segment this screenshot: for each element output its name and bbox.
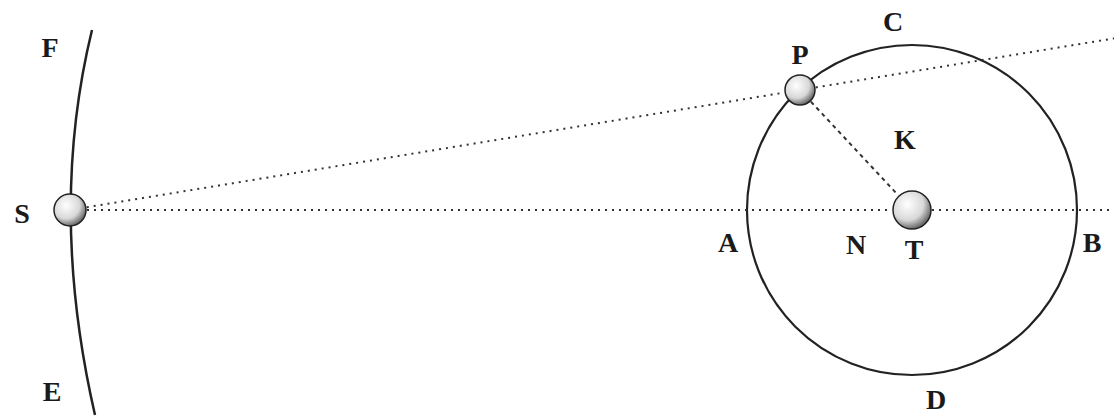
point-label: B bbox=[1080, 228, 1105, 258]
sight-line bbox=[811, 102, 898, 196]
sun-earth-line-extension bbox=[932, 209, 1114, 211]
point-label: A bbox=[715, 228, 741, 258]
sight-line bbox=[87, 93, 784, 208]
point-label: C bbox=[880, 7, 906, 37]
sun-body: S bbox=[53, 193, 87, 227]
moon-body: P bbox=[784, 74, 816, 106]
earth-body: T bbox=[892, 190, 932, 230]
sphere-outline bbox=[54, 194, 86, 226]
sphere-outline bbox=[893, 191, 931, 229]
sphere-shape bbox=[53, 193, 87, 227]
sphere-shape bbox=[892, 190, 932, 230]
point-label: K bbox=[891, 125, 919, 155]
body-label: P bbox=[788, 40, 811, 70]
point-label: F bbox=[38, 33, 61, 63]
point-label: N bbox=[843, 230, 869, 260]
point-label: E bbox=[40, 377, 65, 407]
moon-orbit bbox=[747, 45, 1077, 375]
sphere-outline bbox=[785, 75, 815, 105]
sphere-shape bbox=[784, 74, 816, 106]
sun-moon-line-extension bbox=[816, 38, 1114, 87]
body-label: S bbox=[11, 199, 33, 229]
body-label: T bbox=[902, 235, 927, 265]
point-label: D bbox=[923, 385, 949, 415]
sight-line bbox=[87, 209, 892, 211]
